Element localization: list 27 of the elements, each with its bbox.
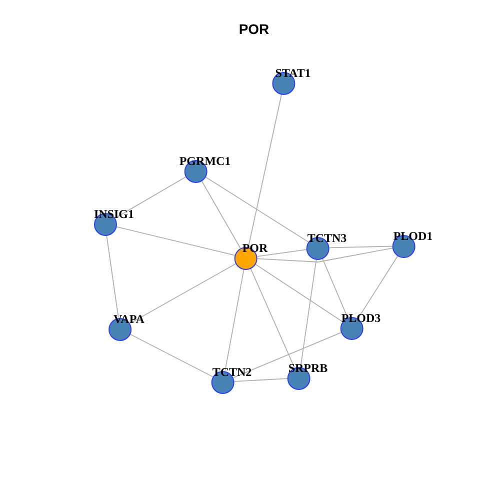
edge-line	[130, 263, 236, 324]
node-label: PGRMC1	[179, 155, 231, 167]
chart-title: POR	[238, 21, 270, 37]
edge-line	[233, 332, 342, 378]
edge-line	[256, 249, 308, 257]
node-label: PLOD3	[341, 312, 381, 324]
edge-line	[224, 268, 244, 372]
node-label: PLOD1	[393, 230, 433, 242]
edge-line	[130, 334, 214, 378]
node-label: VAPA	[114, 313, 144, 325]
edge-line	[248, 94, 282, 248]
node-label: SRPRB	[288, 362, 328, 374]
node-label: TCTN3	[307, 232, 347, 244]
edge-line	[201, 180, 241, 248]
edge-line	[106, 234, 119, 318]
edge-line	[116, 226, 236, 256]
edge-line	[250, 268, 295, 368]
node-label: TCTN2	[212, 366, 252, 378]
node-label: STAT1	[275, 67, 311, 79]
edge-line	[358, 255, 398, 319]
node-label: INSIG1	[94, 208, 134, 220]
edge-line	[234, 378, 288, 382]
node-label: POR	[242, 242, 268, 254]
edge-line	[255, 264, 343, 322]
edge-line	[205, 176, 309, 242]
edge-line	[329, 246, 393, 248]
edge-line	[257, 248, 394, 262]
